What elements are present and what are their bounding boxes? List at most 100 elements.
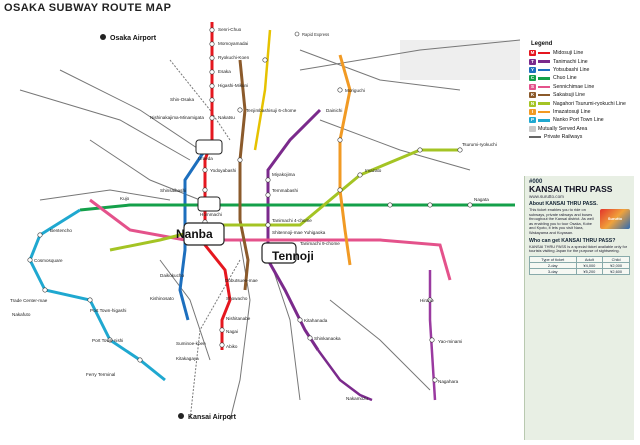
station-label: Shin-Osaka (170, 97, 194, 102)
line-code-badge: M (529, 50, 536, 57)
kansai-answer-1-text: This ticket enables you to ride on subwa… (529, 207, 594, 235)
line-code-badge: P (529, 117, 536, 124)
line-code-badge: T (529, 58, 536, 65)
imazatosuji-line (338, 54, 352, 266)
station-label: Moriguchi (345, 88, 365, 93)
legend-title: Legend (531, 41, 553, 47)
legend-row: S Sennichimae Line (529, 83, 629, 91)
line-color-swatch (538, 60, 550, 63)
station-label: Tanimachi 9-chome (300, 241, 340, 246)
station-label: Ryokuchi-Koen (218, 55, 250, 60)
legend-mutual-label: Mutually Served Area (538, 125, 588, 132)
hommachi-hub (197, 196, 221, 212)
station-label: Kitakagaya (176, 356, 199, 361)
kansai-answer-2: KANSAI THRU PASS is a special ticket ava… (529, 243, 628, 254)
station-label: Higashi-Mikuni (218, 83, 248, 88)
legend-line-label: Yotsubashi Line (553, 66, 590, 73)
legend-mutual: Mutually Served Area (529, 125, 629, 133)
price-cell: 3-day (529, 267, 577, 275)
station-label: Kujo (120, 196, 130, 201)
station-label: Nagai (226, 329, 238, 334)
station-label: Tanimachi 4-chome (272, 218, 312, 223)
station-label: Port Town-higashi (90, 308, 126, 313)
sennichimae-line (89, 198, 452, 281)
rapid-lines (169, 59, 241, 421)
tanimachi-south (316, 349, 373, 402)
nanba-label: Nanba (176, 227, 213, 241)
line-code-badge: I (529, 108, 536, 115)
kansai-answer-1: Surutto This ticket enables you to ride … (529, 207, 630, 236)
private-swatch (529, 135, 541, 139)
station-label: Nakatsu (218, 115, 235, 120)
line-code-badge: S (529, 83, 536, 90)
legend-line-label: Chuo Line (553, 75, 577, 82)
station-label: Dobutsuen-mae (225, 278, 258, 283)
station-label: Yao-minami (438, 339, 462, 344)
line-code-badge: C (529, 75, 536, 82)
legend-line-label: Imazatosuji Line (553, 108, 591, 115)
legend-row: C Chuo Line (529, 74, 629, 82)
station-label: Nagata (474, 197, 489, 202)
mutual-area-shade (400, 40, 520, 80)
station-label: Nakafuto (12, 312, 31, 317)
rapid-express-marker (294, 31, 300, 37)
station-label: Suminoe-koen (176, 341, 206, 346)
station-label: Trade Center-mae (10, 298, 48, 303)
kansai-url[interactable]: www.surutto.com (529, 194, 564, 199)
station-label: Cosmosquare (34, 258, 63, 263)
line-color-swatch (538, 77, 550, 80)
line-code-badge: K (529, 92, 536, 99)
kansai-airport-label: Kansai Airport (188, 414, 237, 421)
line-color-swatch (538, 110, 550, 114)
line-color-swatch (538, 102, 550, 105)
legend-private-label: Private Railways (544, 134, 583, 141)
plane-icon-south (178, 413, 184, 419)
line-color-swatch (538, 93, 550, 97)
station-labels: Senri-Chuo Momoyamadai Ryokuchi-Koen Esa… (10, 27, 497, 401)
station-label: Nishitanabe (226, 316, 251, 321)
station-label: Tenjimbashisuji 6-chome (246, 108, 297, 113)
station-label: Miyakojima (272, 172, 295, 177)
station-label: Dainichi (326, 108, 342, 113)
station-label: Nishinakajima-Minamigata (150, 115, 204, 120)
map-title: OSAKA SUBWAY ROUTE MAP (4, 2, 172, 14)
north-branch-line (253, 29, 272, 151)
pass-card-image: Surutto (600, 209, 630, 229)
legend-line-label: Nagahori Tsurumi-ryokuchi Line (553, 100, 626, 107)
line-color-swatch (538, 85, 550, 88)
route-map: Nanba Tennoji Osaka Airport Kansai Airpo… (10, 22, 520, 421)
private-railways (19, 39, 520, 421)
line-color-swatch (538, 68, 550, 72)
rapid-express-label: Rapid Express (302, 32, 329, 37)
tennoji-label: Tennoji (272, 249, 314, 263)
price-cell: ¥5,200 (575, 267, 604, 275)
station-label: Bentencho (50, 228, 72, 233)
station-label: Senri-Chuo (218, 27, 242, 32)
kansai-pass-title: KANSAI THRU PASS (529, 184, 613, 194)
station-label: Temmabashi (272, 188, 298, 193)
chuo-line (79, 203, 515, 212)
station-markers (27, 27, 473, 383)
line-color-swatch (538, 52, 550, 55)
station-label: Imazato (365, 168, 382, 173)
price-cell: ¥2,600 (602, 267, 630, 275)
kansai-question-1: About KANSAI THRU PASS. (529, 201, 598, 207)
sakaisuji-line (238, 59, 250, 291)
price-table: Type of ticket Adult Child 2-day ¥4,000 … (529, 255, 630, 275)
legend-line-label: Sennichimae Line (553, 83, 595, 90)
kansai-question-2: Who can get KANSAI THRU PASS? (529, 237, 616, 244)
station-label: Shinsaibashi (160, 188, 186, 193)
station-label: Hommachi (200, 212, 222, 217)
legend-line-label: Tanimachi Line (553, 58, 588, 65)
station-label: Shitennoji-mae Yuhigaoka (272, 230, 326, 235)
station-label: Port Town-nishi (92, 338, 123, 343)
station-label: Momoyamadai (218, 41, 248, 46)
nanba-hub (183, 222, 225, 246)
kansai-thru-pass-panel: #000 KANSAI THRU PASS www.surutto.com Ab… (524, 176, 634, 440)
station-label: Abiko (226, 344, 238, 349)
